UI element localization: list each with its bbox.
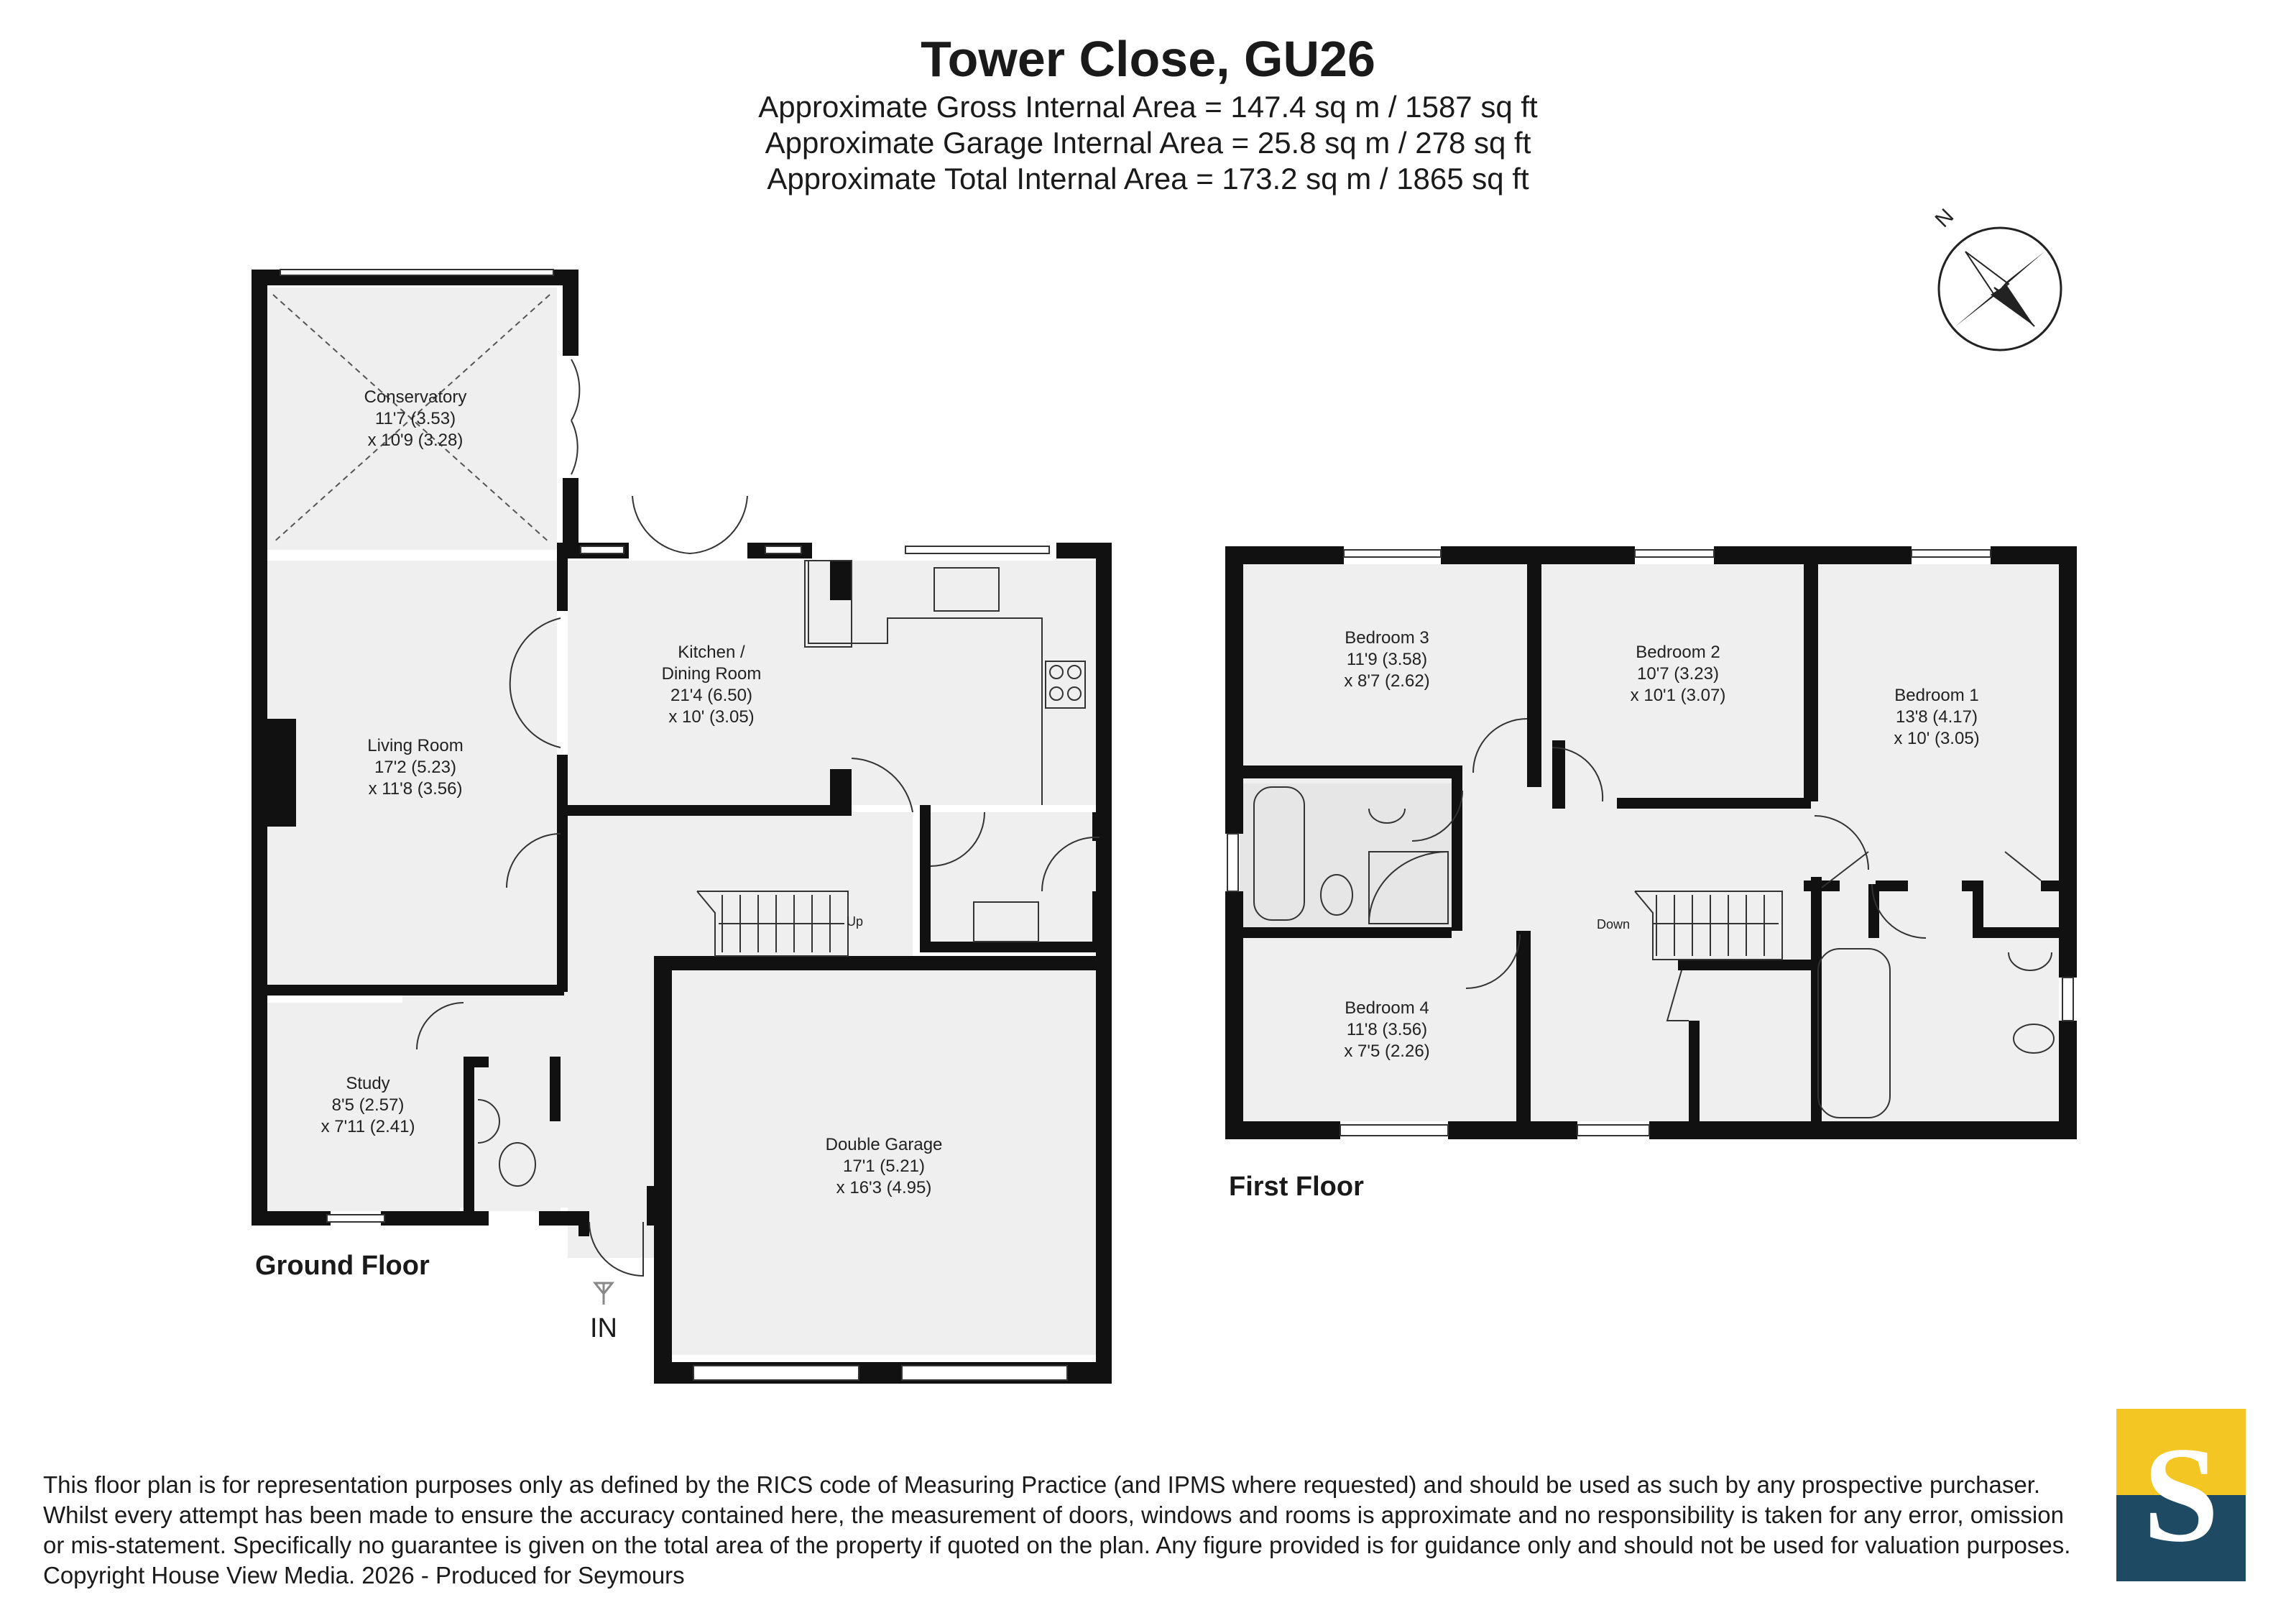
- garage-name: Double Garage: [826, 1135, 943, 1154]
- conservatory-room: [266, 288, 557, 550]
- kitchen-floor: [568, 561, 1096, 805]
- study-window: [326, 1214, 385, 1223]
- bedroom2-dim1: 10'7 (3.23): [1637, 664, 1719, 684]
- bedroom3-dim2: x 8'7 (2.62): [1344, 671, 1429, 691]
- kitchen-window: [905, 546, 1050, 554]
- logo-top-block: [2116, 1409, 2246, 1495]
- gross-area-text: Approximate Gross Internal Area = 147.4 …: [758, 90, 1538, 124]
- conservatory-window: [280, 269, 554, 276]
- first-floor-doors: [1411, 718, 2042, 1021]
- entrance-arrow-icon: [592, 1282, 615, 1305]
- family-bathroom-floor: [1240, 783, 1455, 927]
- first-stairs-label: Down: [1597, 917, 1630, 932]
- garage-area-text: Approximate Garage Internal Area = 25.8 …: [765, 126, 1531, 160]
- kitchen-side-window: [580, 546, 624, 554]
- compass-north-label: N: [1931, 204, 1959, 232]
- ground-floor-plan: Conservatory 11'7 (3.53) x 10'9 (3.28) L…: [252, 269, 1112, 1384]
- garage-floor: [672, 967, 1096, 1355]
- kitchen-name-line1: Kitchen /: [678, 643, 745, 662]
- ground-floor-fixtures: [477, 560, 1086, 1187]
- bathroom-toilet-icon: [1320, 874, 1353, 916]
- landing-window: [1577, 1124, 1650, 1136]
- first-floor-stairs: [1634, 891, 1783, 960]
- first-floor-fixtures: [1253, 786, 2055, 1118]
- kitchen-small-window: [765, 546, 802, 554]
- first-floor-plan: Bedroom 3 11'9 (3.58) x 8'7 (2.62) Bedro…: [1225, 546, 2077, 1139]
- living-room-floor: [266, 561, 557, 992]
- logo-bottom-block: [2116, 1495, 2246, 1581]
- kitchen-name-line2: Dining Room: [662, 664, 762, 684]
- utility-sink-icon: [973, 901, 1039, 942]
- shower-icon: [1368, 851, 1449, 924]
- study-name: Study: [346, 1074, 389, 1093]
- living-room-dim1: 17'2 (5.23): [374, 758, 456, 777]
- ground-floor-doors: [416, 359, 1100, 1277]
- garage-door-right: [901, 1365, 1068, 1381]
- kitchen-sink-icon: [933, 567, 1000, 612]
- bedroom4-dim1: 11'8 (3.56): [1347, 1020, 1427, 1039]
- bedroom4-name: Bedroom 4: [1345, 998, 1429, 1018]
- bedroom2-window: [1634, 549, 1715, 558]
- conservatory-dim2: x 10'9 (3.28): [368, 431, 464, 450]
- conservatory-name: Conservatory: [364, 387, 467, 407]
- bedroom3-window: [1343, 549, 1442, 558]
- garage-door-left: [693, 1365, 859, 1381]
- ensuite-window: [2062, 977, 2074, 1021]
- bedroom1-name: Bedroom 1: [1894, 686, 1978, 705]
- first-floor-label: First Floor: [1229, 1172, 1364, 1202]
- bath-icon: [1253, 786, 1305, 921]
- ensuite-toilet-icon: [2013, 1024, 2055, 1054]
- entrance-label: IN: [590, 1313, 617, 1343]
- logo-letter: S: [2143, 1420, 2219, 1571]
- kitchen-dim2: x 10' (3.05): [668, 707, 754, 727]
- bedroom3-name: Bedroom 3: [1345, 628, 1429, 648]
- study-dim1: 8'5 (2.57): [332, 1095, 405, 1115]
- bedroom2-name: Bedroom 2: [1636, 643, 1720, 662]
- living-room-name: Living Room: [367, 736, 463, 755]
- utility-floor: [927, 812, 1096, 945]
- ground-floor-label: Ground Floor: [255, 1251, 430, 1281]
- bedroom1-window: [1911, 549, 1991, 558]
- wc-basin-icon: [477, 1099, 500, 1144]
- header: Tower Close, GU26 Approximate Gross Inte…: [0, 29, 2296, 197]
- first-floor-walls: [1225, 546, 2077, 1139]
- total-area-text: Approximate Total Internal Area = 173.2 …: [767, 162, 1529, 196]
- bedroom4-window: [1340, 1124, 1449, 1136]
- living-room-dim2: x 11'8 (3.56): [369, 779, 463, 799]
- bedroom1-dim1: 13'8 (4.17): [1896, 707, 1978, 727]
- ensuite-bath-icon: [1817, 948, 1891, 1118]
- hob-icon: [1045, 661, 1086, 709]
- bathroom-window: [1227, 833, 1239, 892]
- bedroom2-dim2: x 10'1 (3.07): [1631, 686, 1726, 705]
- ground-floor-stairs: [696, 891, 849, 957]
- wc-toilet-icon: [499, 1142, 536, 1187]
- kitchen-dim1: 21'4 (6.50): [670, 686, 752, 705]
- garage-dim2: x 16'3 (4.95): [836, 1178, 932, 1197]
- page-title: Tower Close, GU26: [921, 31, 1375, 87]
- ground-stairs-label: Up: [847, 914, 863, 929]
- bedroom1-dim2: x 10' (3.05): [1894, 729, 1979, 748]
- disclaimer-text: This floor plan is for representation pu…: [43, 1471, 2071, 1588]
- ensuite-basin-icon: [2008, 952, 2052, 971]
- bathroom-basin-icon: [1368, 808, 1406, 824]
- bedroom4-dim2: x 7'5 (2.26): [1344, 1042, 1429, 1061]
- wc-floor: [474, 1071, 561, 1211]
- compass-rose: N: [1931, 204, 2062, 351]
- seymours-logo: S: [2116, 1409, 2246, 1581]
- study-floor: [266, 1003, 460, 1211]
- garage-dim1: 17'1 (5.21): [843, 1157, 925, 1176]
- bedroom3-dim1: 11'9 (3.58): [1347, 650, 1427, 669]
- conservatory-dim1: 11'7 (3.53): [375, 409, 456, 428]
- study-dim2: x 7'11 (2.41): [321, 1117, 415, 1136]
